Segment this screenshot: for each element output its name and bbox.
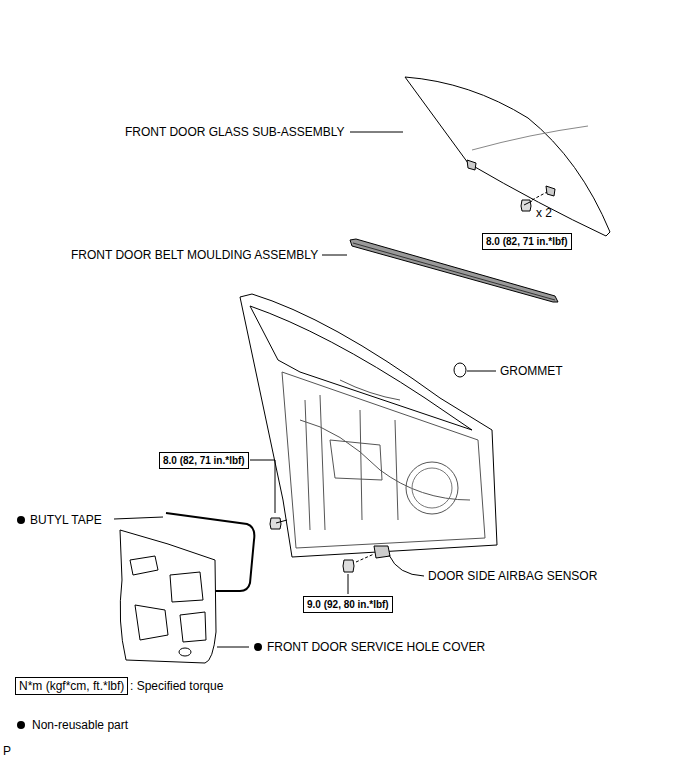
torque-value: 8.0 (82, 71 in.*lbf) [486, 235, 568, 248]
glass-bracket [467, 160, 476, 170]
small-label: P [3, 743, 11, 757]
airbag-sensor [374, 546, 390, 558]
leader-line [114, 517, 163, 519]
speaker-hole [412, 468, 452, 508]
legend-text: : Specified torque [130, 678, 223, 694]
door-inner-detail [300, 380, 470, 530]
part-label: FRONT DOOR SERVICE HOLE COVER [267, 639, 485, 655]
bolt [343, 560, 354, 572]
part-label: FRONT DOOR GLASS SUB-ASSEMBLY [125, 124, 345, 140]
grommet [454, 363, 466, 377]
legend-torque-box: N*m (kgf*cm, ft.*lbf) [15, 677, 128, 695]
torque-value: 9.0 (92, 80 in.*lbf) [307, 598, 389, 611]
door-glass [405, 77, 610, 236]
torque-box: 9.0 (92, 80 in.*lbf) [303, 596, 393, 613]
leader-line [467, 371, 496, 372]
leader-line [250, 460, 275, 513]
small-label: x 2 [536, 205, 552, 221]
speaker-hole [406, 462, 458, 514]
bolt [270, 518, 287, 529]
bolt [521, 200, 532, 211]
leader-line [348, 574, 349, 594]
legend-text: Non-reusable part [32, 717, 128, 733]
glass-reflection [472, 126, 588, 150]
leader-line [389, 555, 424, 576]
door-panel [240, 294, 497, 557]
non-reusable-mark [17, 516, 25, 524]
cover-hole [179, 648, 191, 656]
door-inner-frame [282, 372, 485, 548]
install-line [532, 192, 547, 200]
glass-bracket [546, 186, 555, 196]
part-label: BUTYL TAPE [30, 512, 102, 528]
part-label: FRONT DOOR BELT MOULDING ASSEMBLY [71, 247, 318, 263]
install-line [356, 554, 374, 562]
moulding-edge [353, 243, 555, 300]
non-reusable-mark [254, 643, 262, 651]
leader-line [322, 255, 347, 256]
leader-line [217, 647, 249, 648]
legend-dot [17, 721, 25, 729]
torque-box: 8.0 (82, 71 in.*lbf) [482, 233, 572, 250]
torque-value: 8.0 (82, 71 in.*lbf) [163, 454, 245, 467]
torque-value: N*m (kgf*cm, ft.*lbf) [19, 679, 124, 693]
leader-line [350, 132, 403, 133]
window-opening [250, 306, 472, 430]
part-label: DOOR SIDE AIRBAG SENSOR [428, 568, 597, 584]
cover-cutout [130, 556, 206, 642]
service-hole-cover [120, 530, 216, 663]
part-label: GROMMET [500, 363, 563, 379]
torque-box: 8.0 (82, 71 in.*lbf) [159, 452, 249, 469]
